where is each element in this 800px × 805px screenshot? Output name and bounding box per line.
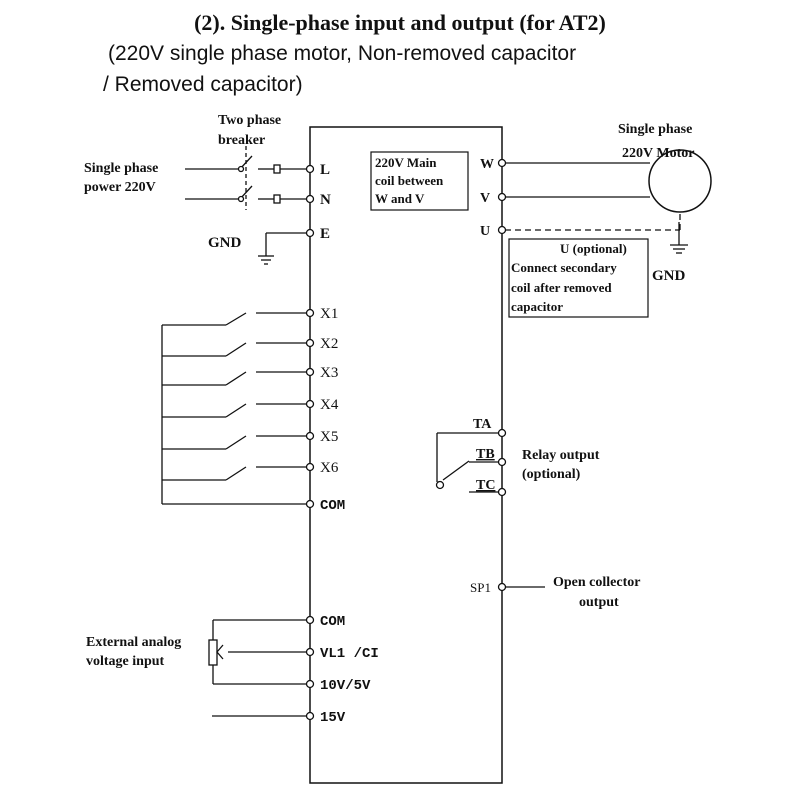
breaker-contact-1 [237,165,245,173]
terminal-l-label: L [320,162,330,178]
relay-pivot [435,480,445,490]
terminal-10v-dot [305,679,315,689]
terminal-com1-dot [305,499,315,509]
relay-label-1: Relay output [522,448,600,463]
main-coil-text-1: 220V Main [375,155,437,170]
terminal-n-label: N [320,192,331,208]
terminal-x4-label: X4 [320,397,339,413]
terminal-e-label: E [320,226,330,242]
u-note-text-1: U (optional) [560,241,627,256]
subtitle-line1: (220V single phase motor, Non-removed ca… [108,42,576,65]
motor-icon [648,149,712,213]
main-coil-text-2: coil between [375,173,444,188]
terminal-x1-label: X1 [320,306,338,322]
terminal-x6-dot [305,462,315,472]
analog-label-1: External analog [86,635,181,650]
terminal-tb-dot [497,457,507,467]
terminal-15v-dot [305,711,315,721]
gnd-right-label: GND [652,268,686,284]
terminal-com1-label: COM [320,498,345,514]
terminal-v-label: V [480,191,490,206]
terminal-15v-label: 15V [320,710,346,726]
terminal-ta-label: TA [473,417,492,432]
breaker-contact-2 [237,195,245,203]
gnd-left-label: GND [208,235,242,251]
terminal-sp1-dot [497,582,507,592]
terminal-u-label: U [480,224,490,239]
terminal-x6-label: X6 [320,460,339,476]
terminal-com2-dot [305,615,315,625]
wiring-lines [161,146,688,717]
terminal-n-dot [305,194,315,204]
terminal-x3-dot [305,367,315,377]
terminal-x5-dot [305,431,315,441]
terminal-x4-dot [305,399,315,409]
inverter-body [309,126,503,784]
terminal-w-label: W [480,157,494,172]
terminal-tc-label: TC [476,478,495,493]
breaker-label-2: breaker [218,133,265,148]
motor-label-2: 220V Motor [622,146,694,161]
u-note-text-4: capacitor [511,299,563,314]
terminal-sp1-label: SP1 [470,580,491,595]
motor-label-1: Single phase [618,122,692,137]
terminal-ta-dot [497,428,507,438]
terminal-com2-label: COM [320,614,345,630]
terminal-tc-dot [497,487,507,497]
open-collector-label-2: output [579,595,619,610]
power-label-1: Single phase [84,161,158,176]
terminal-u-dot [497,225,507,235]
u-note-box [508,238,649,318]
terminal-vl1-label: VL1 /CI [320,646,379,662]
terminal-x1-dot [305,308,315,318]
analog-label-2: voltage input [86,654,165,669]
u-note-text-2: Connect secondary [511,260,617,275]
terminal-circles [237,158,507,721]
open-collector-label-1: Open collector [553,575,640,590]
terminal-w-dot [497,158,507,168]
relay-label-2: (optional) [522,467,581,482]
terminal-10v-label: 10V/5V [320,678,371,694]
subtitle-line2: / Removed capacitor) [103,73,303,96]
terminal-v-dot [497,192,507,202]
terminal-x2-label: X2 [320,336,338,352]
main-coil-text-3: W and V [375,191,425,206]
terminal-x3-label: X3 [320,365,338,381]
terminal-e-dot [305,228,315,238]
terminal-x5-label: X5 [320,429,338,445]
main-coil-box [370,151,469,211]
terminal-l-dot [305,164,315,174]
u-note-text-3: coil after removed [511,280,612,295]
terminal-vl1-dot [305,647,315,657]
title: (2). Single-phase input and output (for … [194,10,606,35]
breaker-label-1: Two phase [218,113,281,128]
terminal-x2-dot [305,338,315,348]
terminal-tb-label: TB [476,447,495,462]
power-label-2: power 220V [84,180,156,195]
